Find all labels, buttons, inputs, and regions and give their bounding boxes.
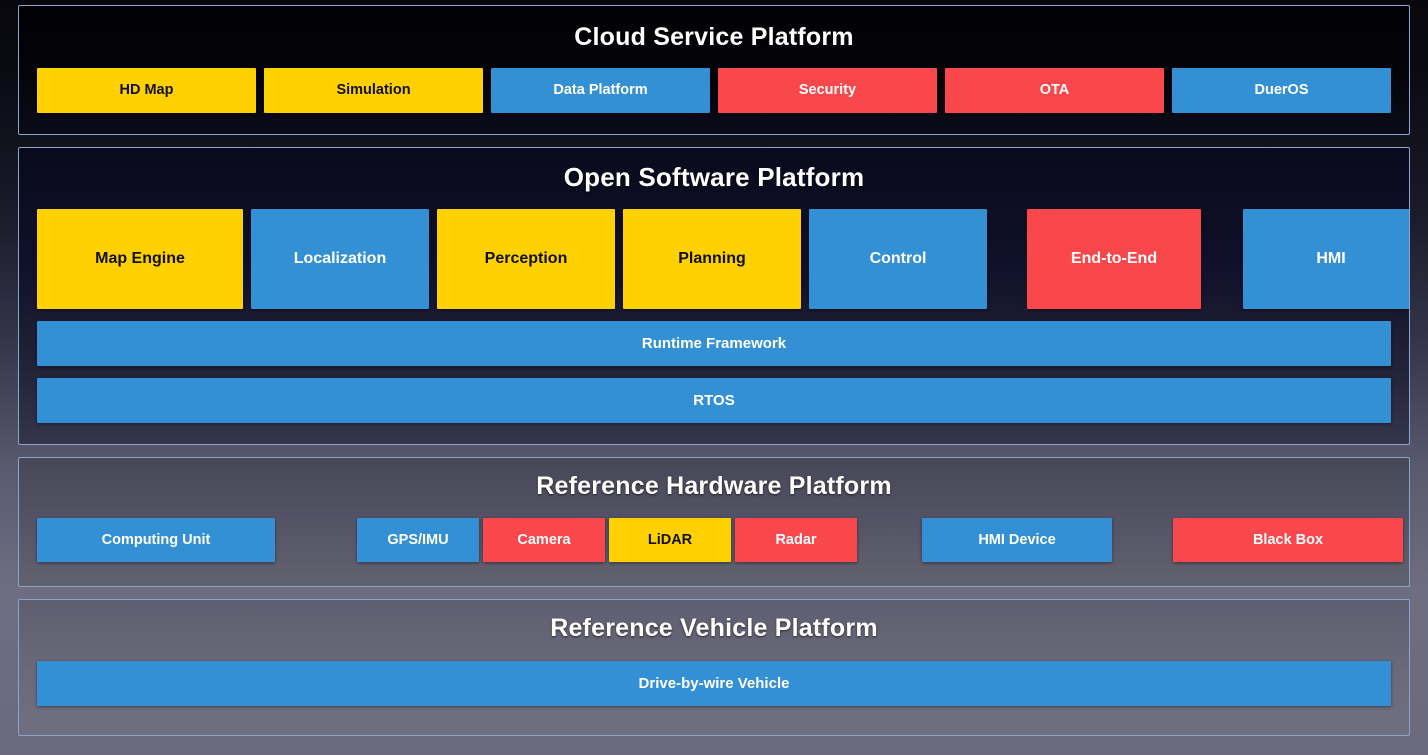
hardware-item-gps-imu[interactable]: GPS/IMU [357, 518, 479, 562]
reference-hardware-platform-title: Reference Hardware Platform [536, 472, 892, 500]
hardware-item-camera[interactable]: Camera [483, 518, 605, 562]
cloud-service-platform-title: Cloud Service Platform [574, 23, 854, 51]
software-module-end-to-end[interactable]: End-to-End [1027, 209, 1201, 309]
open-software-platform-section: Open Software Platform Map Engine Locali… [18, 147, 1410, 445]
reference-vehicle-platform-title: Reference Vehicle Platform [550, 614, 878, 642]
cloud-service-items-row: HD Map Simulation Data Platform Security… [37, 68, 1391, 113]
cloud-item-data-platform[interactable]: Data Platform [491, 68, 710, 113]
cloud-item-dueros[interactable]: DuerOS [1172, 68, 1391, 113]
software-module-localization[interactable]: Localization [251, 209, 429, 309]
software-bar-runtime-framework[interactable]: Runtime Framework [37, 321, 1391, 366]
cloud-service-platform-section: Cloud Service Platform HD Map Simulation… [18, 5, 1410, 135]
reference-vehicle-platform-section: Reference Vehicle Platform Drive-by-wire… [18, 599, 1410, 736]
cloud-item-simulation[interactable]: Simulation [264, 68, 483, 113]
vehicle-item-drive-by-wire-vehicle[interactable]: Drive-by-wire Vehicle [37, 661, 1391, 706]
cloud-item-hd-map[interactable]: HD Map [37, 68, 256, 113]
software-bar-rtos[interactable]: RTOS [37, 378, 1391, 423]
hardware-item-lidar[interactable]: LiDAR [609, 518, 731, 562]
cloud-item-security[interactable]: Security [718, 68, 937, 113]
software-module-perception[interactable]: Perception [437, 209, 615, 309]
open-software-platform-title: Open Software Platform [563, 162, 865, 192]
hardware-item-hmi-device[interactable]: HMI Device [922, 518, 1112, 562]
reference-hardware-platform-section: Reference Hardware Platform Computing Un… [18, 457, 1410, 587]
software-module-planning[interactable]: Planning [623, 209, 801, 309]
hardware-item-radar[interactable]: Radar [735, 518, 857, 562]
software-module-map-engine[interactable]: Map Engine [37, 209, 243, 309]
software-module-control[interactable]: Control [809, 209, 987, 309]
hardware-item-computing-unit[interactable]: Computing Unit [37, 518, 275, 562]
hardware-items-row: Computing Unit GPS/IMU Camera LiDAR Rada… [37, 518, 1403, 562]
software-module-hmi[interactable]: HMI [1243, 209, 1409, 309]
cloud-item-ota[interactable]: OTA [945, 68, 1164, 113]
hardware-item-black-box[interactable]: Black Box [1173, 518, 1403, 562]
software-modules-row: Map Engine Localization Perception Plann… [37, 209, 1409, 309]
